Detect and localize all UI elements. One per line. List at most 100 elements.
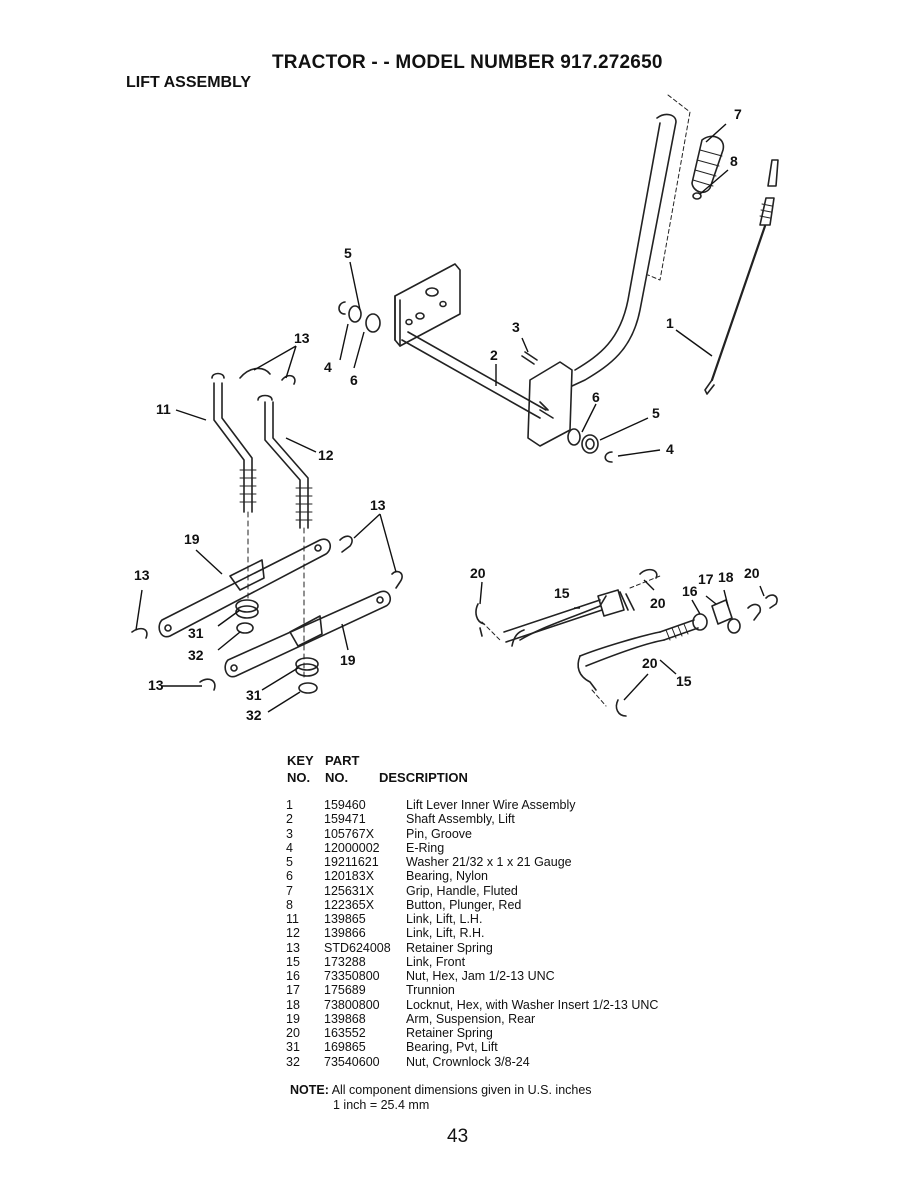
part-number: 125631X (324, 883, 375, 898)
callout-1: 1 (666, 315, 674, 331)
part-number: 163552 (324, 1026, 366, 1040)
part-description: Nut, Crownlock 3/8-24 (406, 1054, 530, 1069)
part-key-number: 7 (286, 883, 293, 898)
callout-13-upper: 13 (294, 330, 310, 346)
callout-16: 16 (682, 583, 698, 599)
callout-17: 17 (698, 571, 714, 587)
col-header-description: DESCRIPTION (379, 770, 468, 785)
rear-arm-lower-drawing (224, 590, 392, 678)
part-number: 139868 (324, 1011, 366, 1026)
callout-5-upper: 5 (344, 245, 352, 261)
callout-6-upper: 6 (350, 372, 358, 388)
part-description: Grip, Handle, Fluted (406, 883, 518, 898)
callout-20-left: 20 (470, 565, 486, 581)
callout-labels: 7 8 1 2 3 5 4 6 13 11 12 6 5 4 13 19 13 … (134, 106, 760, 723)
note: NOTE: All component dimensions given in … (290, 1083, 592, 1113)
part-key-number: 13 (286, 940, 300, 955)
part-description: Link, Lift, L.H. (406, 912, 483, 926)
page-title: TRACTOR - - MODEL NUMBER 917.272650 (272, 52, 663, 73)
part-key-number: 2 (286, 812, 293, 827)
callout-19-lower: 19 (340, 652, 356, 668)
part-number: 173288 (324, 954, 366, 969)
part-description: Retainer Spring (406, 1026, 493, 1040)
note-conversion: 1 inch = 25.4 mm (333, 1098, 430, 1112)
callout-13-left: 13 (134, 567, 150, 583)
callout-19-upper: 19 (184, 531, 200, 547)
grip-handle-drawing (691, 135, 725, 194)
page-number: 43 (447, 1126, 469, 1147)
part-number: 19211621 (324, 855, 379, 869)
part-number: 159460 (324, 798, 366, 812)
part-description: Nut, Hex, Jam 1/2-13 UNC (406, 969, 555, 983)
callout-20-mid: 20 (650, 595, 666, 611)
part-description: Shaft Assembly, Lift (406, 812, 515, 827)
callout-8: 8 (730, 153, 738, 169)
part-number: 175689 (324, 983, 366, 998)
part-number: 120183X (324, 869, 375, 884)
callout-20-lower: 20 (642, 655, 658, 671)
callout-15-lower: 15 (676, 673, 692, 689)
part-key-number: 8 (286, 897, 293, 912)
callout-20-right: 20 (744, 565, 760, 581)
callout-13-bottom: 13 (148, 677, 164, 693)
col-header-key-top: KEY (287, 753, 314, 768)
callout-4-upper: 4 (324, 359, 332, 375)
callout-32-lower: 32 (246, 707, 262, 723)
note-label: NOTE: (290, 1083, 329, 1097)
callout-13-mid: 13 (370, 497, 386, 513)
part-key-number: 12 (286, 926, 300, 941)
part-key-number: 18 (286, 997, 300, 1012)
callout-2: 2 (490, 347, 498, 363)
part-description: Pin, Groove (406, 826, 473, 841)
part-key-number: 20 (286, 1026, 300, 1040)
callout-11: 11 (156, 401, 171, 417)
part-key-number: 19 (286, 1011, 300, 1026)
callout-31-lower: 31 (246, 687, 262, 703)
part-description: Trunnion (406, 983, 455, 998)
part-key-number: 5 (286, 855, 293, 869)
part-number: 139866 (324, 926, 366, 941)
part-number: 122365X (324, 897, 375, 912)
lift-plate-drawing (394, 263, 461, 347)
part-description: Button, Plunger, Red (406, 897, 522, 912)
part-number: 159471 (324, 812, 366, 827)
callout-3: 3 (512, 319, 520, 335)
callout-7: 7 (734, 106, 742, 122)
part-number: 105767X (324, 826, 375, 841)
part-key-number: 17 (286, 983, 300, 998)
rear-arm-upper-drawing (158, 538, 332, 638)
note-text: All component dimensions given in U.S. i… (331, 1083, 592, 1097)
col-header-part-top: PART (325, 753, 360, 768)
part-key-number: 1 (286, 798, 293, 812)
part-key-number: 6 (286, 869, 293, 884)
lift-link-rh-drawing (257, 394, 313, 681)
section-title: LIFT ASSEMBLY (126, 74, 252, 91)
part-key-number: 3 (286, 826, 293, 841)
part-key-number: 31 (286, 1040, 300, 1055)
callout-18: 18 (718, 569, 734, 585)
part-number: 73350800 (324, 969, 380, 983)
part-description: Link, Front (406, 954, 466, 969)
callout-12: 12 (318, 447, 334, 463)
part-number: 139865 (324, 912, 366, 926)
col-header-part-bottom: NO. (325, 770, 349, 785)
part-description: Link, Lift, R.H. (406, 926, 485, 941)
part-number: 12000002 (324, 840, 380, 855)
callout-15-upper: 15 (554, 585, 570, 601)
lift-lever-drawing (571, 94, 691, 387)
part-number: STD624008 (324, 940, 391, 955)
part-number: 169865 (324, 1040, 366, 1055)
part-key-number: 4 (286, 840, 293, 855)
part-description: Washer 21/32 x 1 x 21 Gauge (406, 855, 572, 869)
part-description: Bearing, Pvt, Lift (406, 1040, 498, 1055)
part-key-number: 15 (286, 954, 300, 969)
part-number: 73540600 (324, 1054, 380, 1069)
col-header-key-bottom: NO. (287, 770, 311, 785)
part-description: Arm, Suspension, Rear (406, 1011, 536, 1026)
part-description: Bearing, Nylon (406, 869, 488, 884)
part-number: 73800800 (324, 997, 380, 1012)
front-link-drawing (481, 575, 699, 707)
callout-4-right: 4 (666, 441, 674, 457)
part-description: E-Ring (406, 840, 445, 855)
part-key-number: 32 (286, 1054, 300, 1069)
